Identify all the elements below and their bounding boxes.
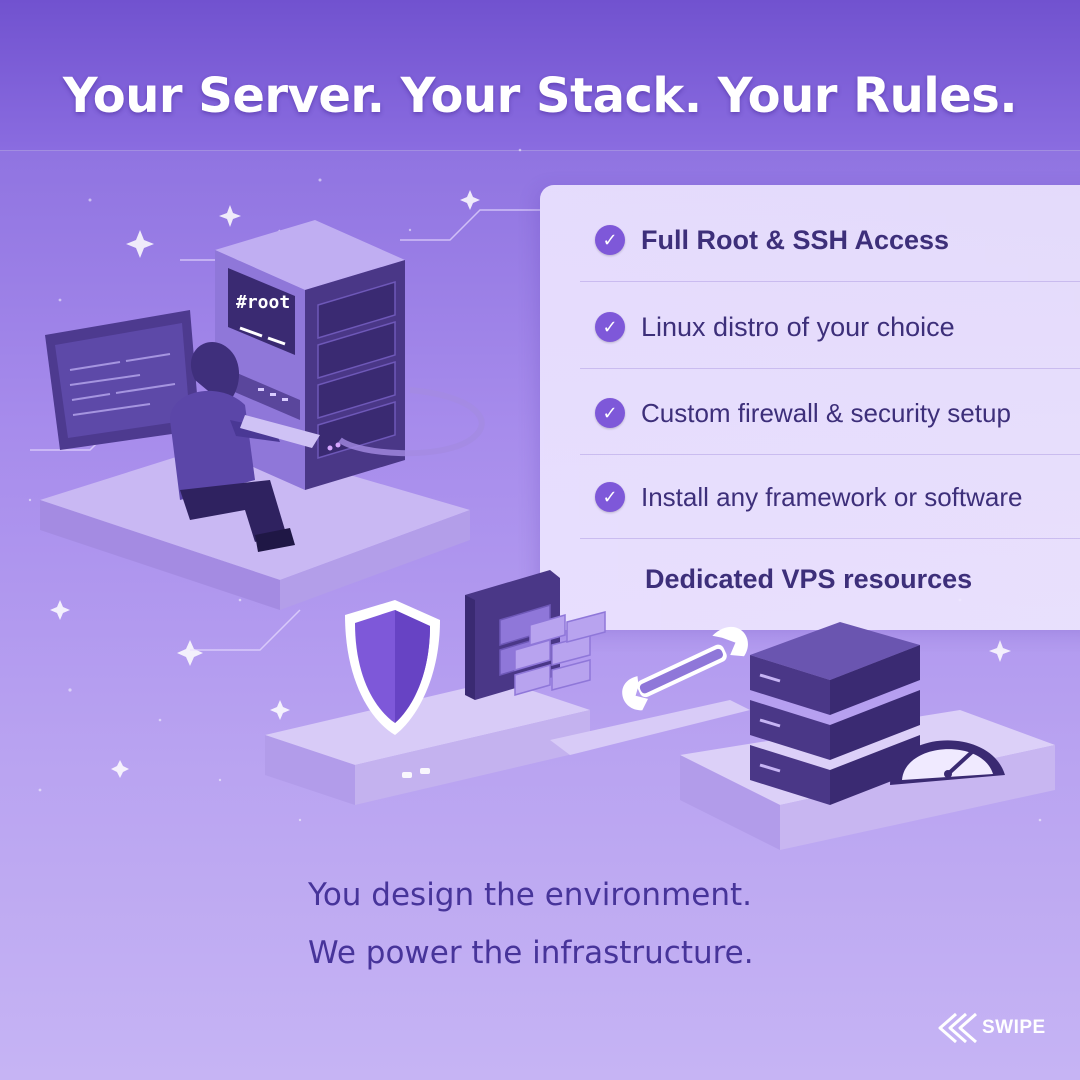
terminal-window-icon [45, 310, 200, 450]
check-circle-icon: ✓ [595, 225, 625, 255]
server-rack-icon [750, 622, 920, 805]
firewall-brick-icon [465, 570, 606, 700]
double-chevron-left-icon [938, 1012, 977, 1044]
tagline-line-2: We power the infrastructure. [308, 935, 754, 971]
tagline: You design the environment. We power the… [308, 866, 1008, 982]
speedometer-icon [890, 740, 1005, 785]
feature-label: Install any framework or software [641, 481, 1023, 512]
feature-item-firewall: ✓ Custom firewall & security setup [580, 383, 1080, 455]
check-circle-icon: ✓ [595, 482, 625, 512]
header-band [0, 0, 1080, 151]
check-circle-icon: ✓ [595, 398, 625, 428]
feature-item-framework: ✓ Install any framework or software [580, 467, 1080, 539]
hooded-user-icon [170, 341, 320, 552]
feature-item-dedicated-vps: Dedicated VPS resources [645, 549, 1080, 609]
tagline-line-1: You design the environment. [308, 877, 752, 913]
security-scene [265, 570, 1055, 850]
feature-label: Dedicated VPS resources [645, 563, 973, 594]
swipe-button[interactable]: SWIPE [934, 1008, 1046, 1048]
feature-item-root-access: ✓ Full Root & SSH Access [580, 210, 1080, 282]
feature-item-linux-distro: ✓ Linux distro of your choice [580, 297, 1080, 369]
feature-label: Custom firewall & security setup [641, 397, 1011, 428]
server-tower-icon: #root [215, 220, 405, 490]
check-circle-icon: ✓ [595, 312, 625, 342]
feature-panel: ✓ Full Root & SSH Access ✓ Linux distro … [540, 185, 1080, 630]
feature-label: Linux distro of your choice [641, 311, 955, 342]
swipe-label: SWIPE [982, 1017, 1046, 1038]
wrench-icon [622, 626, 748, 711]
server-screen-text: #root [236, 292, 290, 313]
shield-icon [345, 600, 440, 735]
server-scene: #root [40, 220, 485, 610]
page-title: Your Server. Your Stack. Your Rules. [62, 68, 1018, 124]
feature-label: Full Root & SSH Access [641, 224, 950, 255]
